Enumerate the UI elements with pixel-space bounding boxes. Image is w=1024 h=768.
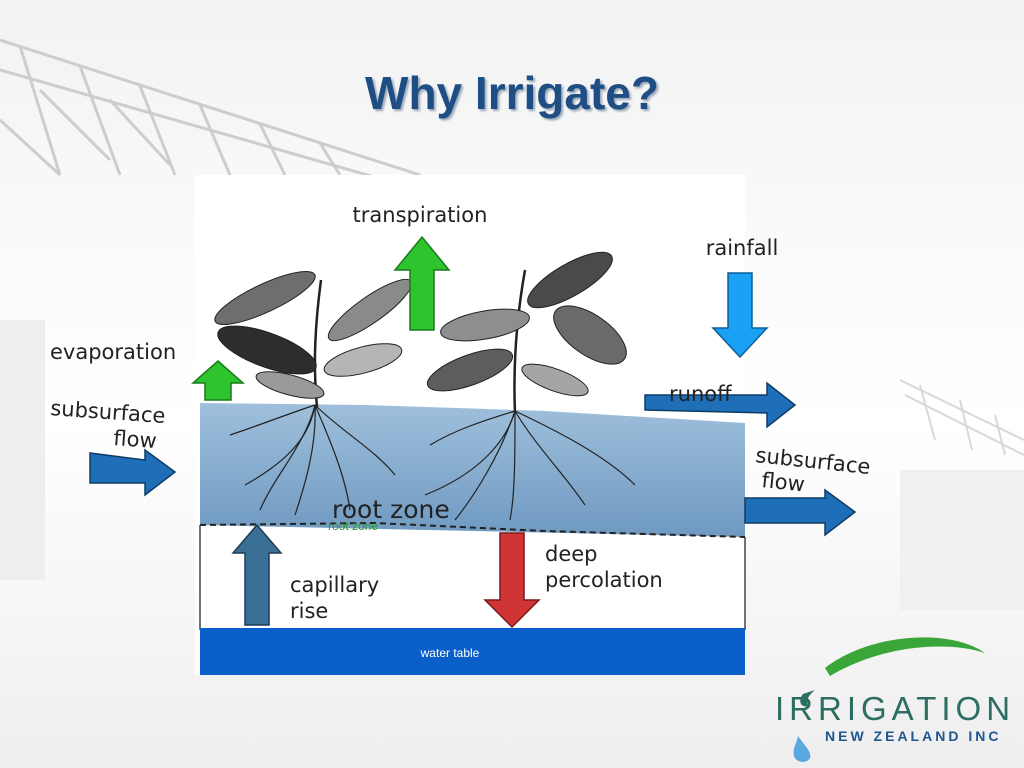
plant-roots bbox=[229, 404, 636, 521]
deep-percolation-label-line2: percolation bbox=[545, 568, 663, 592]
subsurface-flow-out-arrow bbox=[744, 488, 857, 537]
rainfall-arrow-down bbox=[711, 272, 769, 359]
capillary-rise-label-line1: capillary bbox=[290, 573, 379, 597]
rainfall-label: rainfall bbox=[706, 236, 779, 260]
subsurface-flow-out-label-line2: flow bbox=[760, 468, 806, 496]
plant-left bbox=[214, 271, 413, 408]
evaporation-arrow-up bbox=[191, 360, 245, 401]
plant-right bbox=[426, 251, 627, 414]
slide-title: Why Irrigate? bbox=[365, 67, 659, 119]
capillary-rise-label-line2: rise bbox=[290, 599, 328, 623]
deep-percolation-arrow-down bbox=[483, 532, 541, 629]
root-zone-small-label: root zone bbox=[328, 519, 378, 533]
runoff-arrow-right bbox=[644, 381, 797, 429]
logo-swoosh bbox=[825, 637, 985, 676]
logo-subtitle: NEW ZEALAND INC bbox=[825, 728, 1001, 744]
subsurface-flow-in-label-line2: flow bbox=[113, 426, 158, 453]
transpiration-label: transpiration bbox=[353, 203, 488, 227]
root-zone-boundary bbox=[199, 521, 746, 538]
transpiration-arrow-up bbox=[393, 235, 451, 331]
logo-swoosh-tail bbox=[800, 690, 815, 707]
root-zone-soil bbox=[200, 403, 745, 537]
irrigation-water-balance-diagram: water table bbox=[50, 175, 872, 675]
evaporation-label: evaporation bbox=[50, 340, 176, 364]
deep-percolation-label-line1: deep bbox=[545, 542, 598, 566]
root-zone-label: root zone bbox=[332, 495, 450, 524]
capillary-rise-arrow-up bbox=[231, 523, 283, 626]
water-table-band bbox=[200, 628, 745, 675]
subsurface-flow-in-label-line1: subsurface bbox=[50, 396, 167, 428]
water-table-label: water table bbox=[420, 646, 480, 660]
logo-name: IRRIGATION bbox=[775, 690, 1015, 727]
irrigation-nz-logo: IRRIGATION NEW ZEALAND INC bbox=[775, 637, 1015, 762]
water-drop-icon bbox=[793, 736, 811, 762]
subsurface-flow-in-arrow bbox=[89, 448, 177, 497]
runoff-label: runoff bbox=[669, 382, 732, 406]
